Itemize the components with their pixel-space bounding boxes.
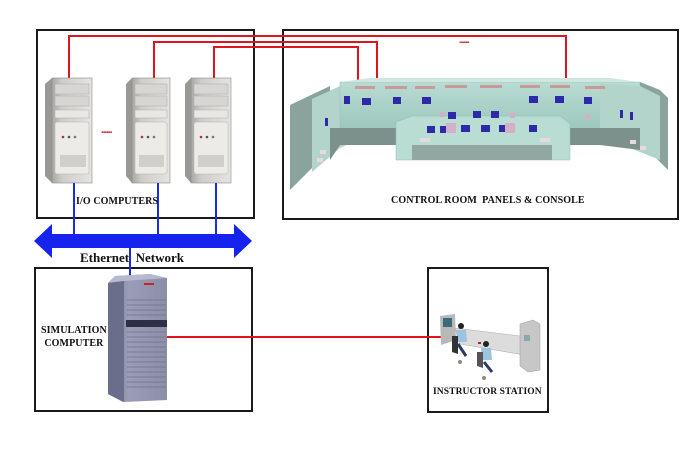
control-room-panels-illustration (290, 78, 668, 190)
io-link-lines (68, 35, 567, 82)
simulation-computer-label-line1: SIMULATION (41, 325, 107, 336)
io-link-3 (213, 46, 359, 82)
control-room-ellipsis: ......... (459, 35, 470, 45)
ethernet-network-arrow (34, 224, 252, 258)
simulation-computer-label-line2: COMPUTER (44, 338, 104, 349)
ethernet-network-label: Ethernet Network (80, 250, 184, 265)
simulation-computer-server (108, 274, 167, 402)
instructor-station-label: INSTRUCTOR STATION (433, 387, 542, 397)
io-computer-2 (126, 77, 171, 184)
simulation-computer-label: SIMULATION COMPUTER (41, 324, 107, 350)
io-computers-ellipsis: ...... (101, 124, 112, 136)
io-link-2 (153, 41, 378, 82)
io-computers-label: I/O COMPUTERS (76, 196, 159, 207)
io-link-1 (68, 35, 567, 82)
io-computer-1 (45, 77, 93, 184)
instructor-station-illustration (440, 314, 541, 380)
control-room-label: CONTROL ROOM PANELS & CONSOLE (391, 195, 585, 206)
io-computer-3 (185, 77, 232, 184)
